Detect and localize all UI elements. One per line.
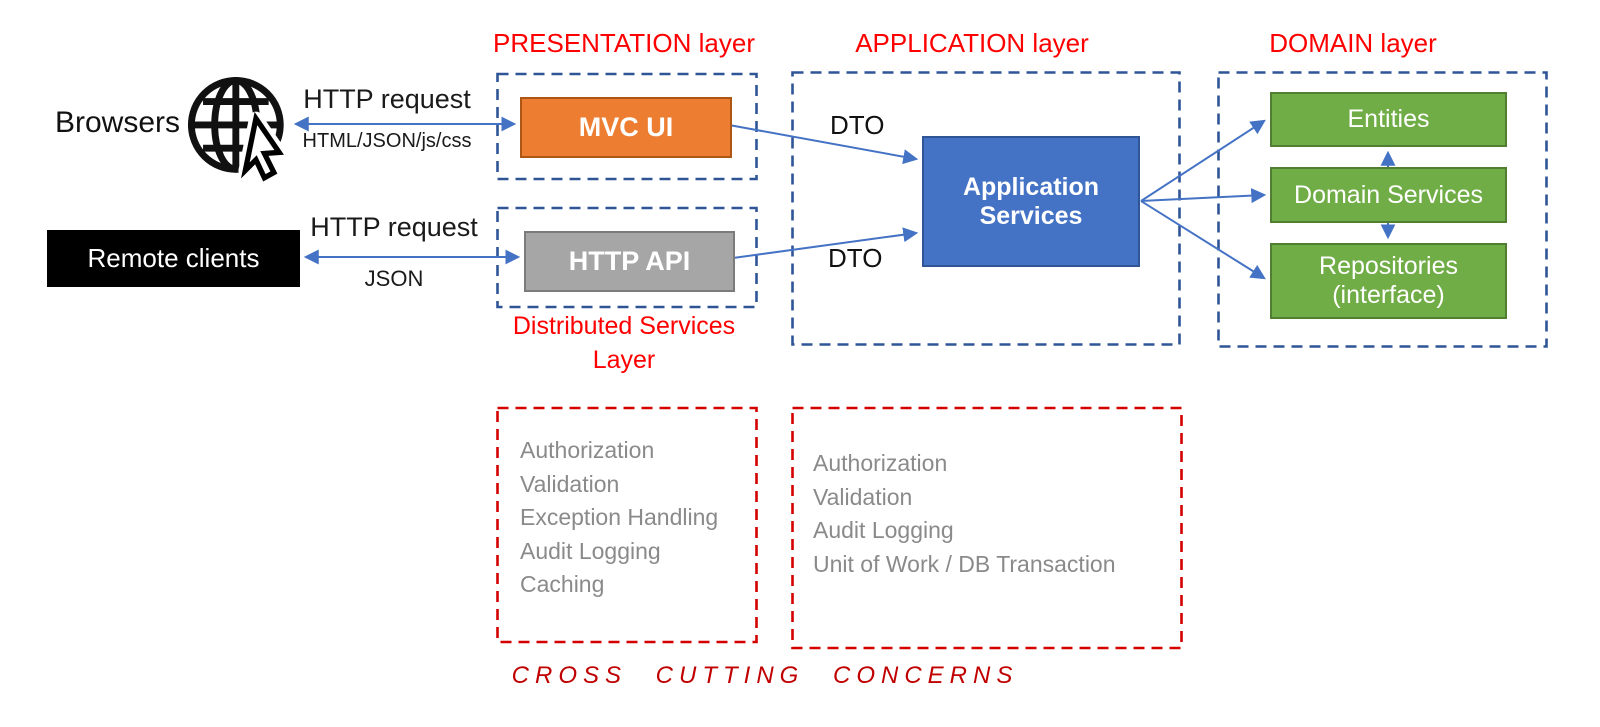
arrow-httpapi-appservices	[732, 227, 919, 259]
domain-layer-title: DOMAIN layer	[1269, 28, 1437, 58]
list-item: Unit of Work / DB Transaction	[813, 550, 1116, 577]
list-item: Audit Logging	[813, 517, 954, 543]
remote-payload-label: JSON	[364, 266, 424, 291]
application-layer-title: APPLICATION layer	[855, 28, 1089, 58]
remote-clients-label: Remote clients	[87, 242, 260, 273]
remote-clients-box: Remote clients	[47, 230, 300, 287]
list-item: Authorization	[520, 437, 655, 463]
mvc-ui-label: MVC UI	[578, 111, 674, 142]
browsers-http-request-label: HTTP request	[303, 84, 471, 114]
dto-label-bottom: DTO	[828, 243, 883, 273]
mvc-ui-box: MVC UI	[520, 97, 732, 158]
application-layer-dashed-box	[791, 71, 1181, 346]
arrow-mvcui-appservices	[728, 124, 919, 165]
list-item: Audit Logging	[520, 537, 661, 564]
cross-cutting-list-right: Authorization Validation Audit Logging U…	[813, 447, 1116, 581]
cross-cutting-right-dashed-box	[791, 406, 1183, 650]
domain-layer-dashed-box	[1217, 71, 1548, 348]
entities-box: Entities	[1270, 92, 1507, 147]
domain-services-box: Domain Services	[1270, 167, 1507, 223]
arrow-appservices-domainservices	[1140, 188, 1267, 204]
domain-services-label: Domain Services	[1294, 180, 1483, 209]
repositories-box: Repositories (interface)	[1270, 243, 1507, 319]
arrow-appservices-repositories	[1140, 200, 1266, 280]
application-services-box: Application Services	[922, 136, 1140, 267]
list-item: Validation	[520, 470, 620, 497]
cursor-icon	[238, 111, 287, 185]
repositories-label: Repositories (interface)	[1319, 252, 1458, 309]
list-item: Caching	[520, 571, 605, 597]
application-services-label: Application Services	[962, 172, 1100, 230]
http-api-label: HTTP API	[568, 245, 691, 276]
list-item: Exception Handling	[520, 504, 719, 530]
list-item: Validation	[813, 483, 913, 510]
cross-cutting-left-dashed-box	[496, 406, 758, 644]
list-item: Authorization	[813, 450, 948, 476]
browsers-label: Browsers	[55, 106, 181, 139]
distributed-services-layer-label: Distributed Services Layer	[512, 312, 736, 374]
browser-globe-icon	[186, 72, 292, 187]
cross-cutting-concerns-title: CROSS CUTTING CONCERNS	[511, 662, 1019, 689]
dto-label-top: DTO	[830, 110, 885, 140]
entities-label: Entities	[1347, 105, 1430, 134]
cross-cutting-list-left: Authorization Validation Exception Handl…	[520, 434, 718, 602]
arrow-appservices-entities	[1140, 119, 1266, 202]
browsers-payload-label: HTML/JSON/js/css	[302, 130, 472, 152]
remote-http-request-label: HTTP request	[310, 212, 478, 242]
http-api-box: HTTP API	[524, 231, 735, 292]
presentation-layer-title: PRESENTATION layer	[493, 28, 755, 58]
